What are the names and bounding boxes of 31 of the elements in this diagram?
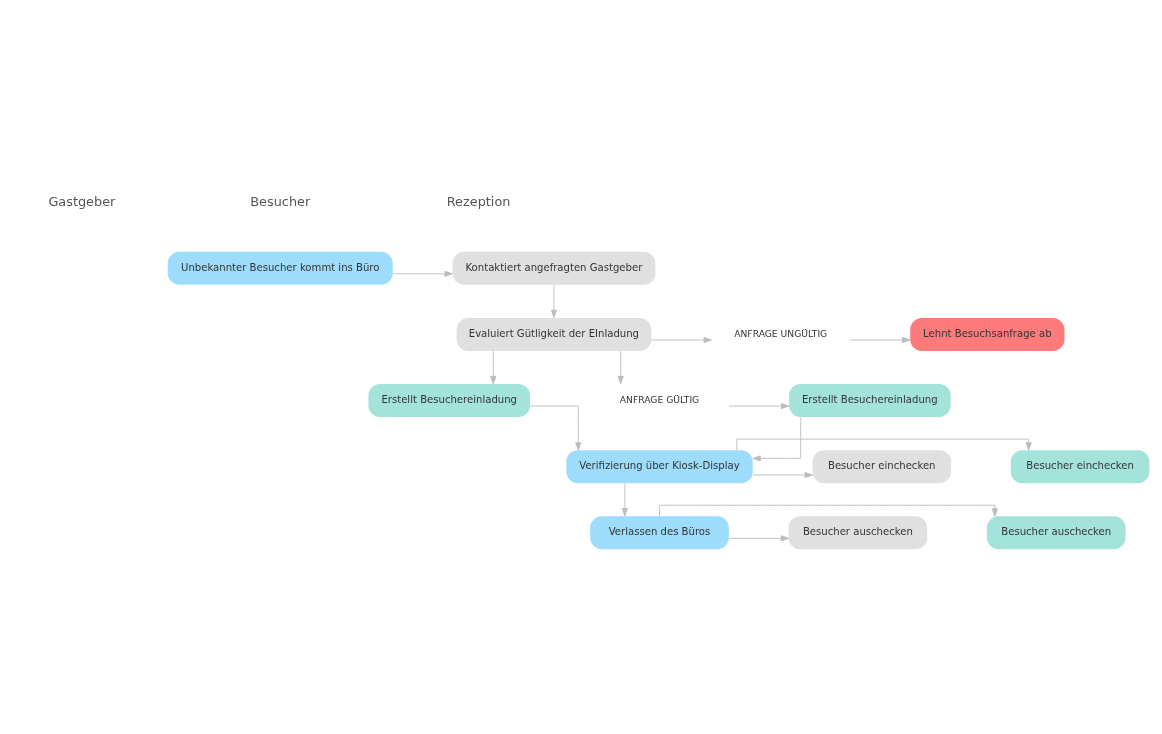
node-box: Lehnt Besuchsanfrage ab	[910, 317, 1065, 351]
arrow	[490, 350, 497, 384]
label: Besucher	[250, 193, 311, 209]
node-box: Erstellt Besuchereinladung	[368, 383, 531, 417]
arrow	[728, 402, 790, 409]
arrow	[392, 270, 453, 277]
label: Gastgeber	[48, 193, 116, 209]
arrow	[529, 405, 582, 451]
arrow	[736, 438, 1032, 450]
node-box: Evaluiert Gütligkeit der EInladung	[456, 317, 652, 351]
arrow	[650, 336, 712, 343]
arrow	[550, 284, 557, 318]
arrow	[621, 482, 628, 516]
node-box: Erstellt Besuchereinladung	[789, 383, 951, 417]
node-box: Verlassen des Büros	[590, 515, 729, 549]
arrow	[617, 350, 624, 384]
node-box: Besucher einchecken	[1010, 449, 1150, 483]
node-text: ANFRAGE GÜLTIG	[619, 393, 700, 405]
arrow	[728, 534, 789, 541]
arrow	[752, 416, 802, 461]
arrow	[659, 504, 998, 517]
node-text: ANFRAGE UNGÜLTIG	[734, 327, 828, 339]
node-box: Besucher auschecken	[986, 515, 1126, 549]
node-box: Kontaktiert angefragten Gastgeber	[452, 251, 656, 285]
arrow	[752, 471, 813, 478]
label: Rezeption	[446, 193, 511, 209]
node-box: Verifizierung über Kiosk-Display	[566, 449, 753, 483]
node-box: Besucher auschecken	[788, 515, 928, 549]
arrow	[849, 336, 911, 343]
node-box: Unbekannter Besucher kommt ins Büro	[167, 251, 393, 285]
node-box: Besucher einchecken	[812, 449, 952, 483]
